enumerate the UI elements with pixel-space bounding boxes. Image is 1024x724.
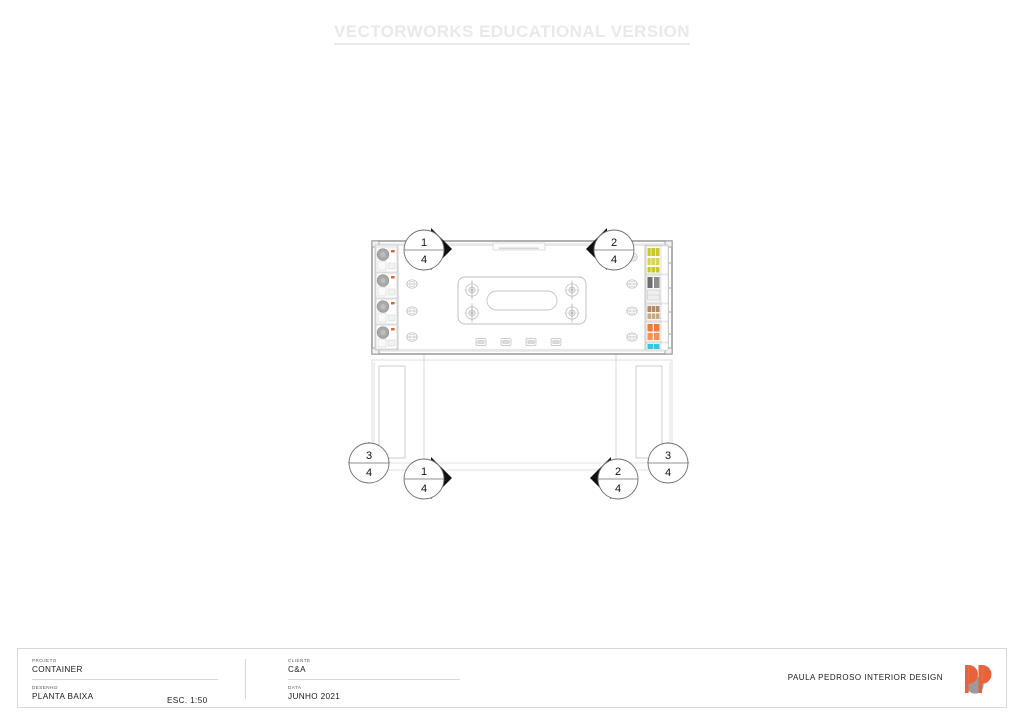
field-projeto-label: PROJETO [32, 658, 57, 663]
circular-fixture-2 [375, 272, 398, 299]
central-display-table [457, 276, 587, 325]
section-marker-1-bottom[interactable]: 1 4 [403, 457, 452, 500]
shelf-cyan [645, 342, 669, 351]
marker-number: 2 [615, 466, 621, 478]
exterior-deck [371, 359, 673, 471]
field-cliente: CLIENTE C&A [288, 657, 311, 675]
scale-value[interactable]: ESC. 1:50 [167, 696, 208, 705]
marker-number: 3 [665, 450, 671, 462]
field-projeto: PROJETO CONTAINER [32, 657, 83, 675]
floor-plan-drawing: 1 4 2 4 3 4 [348, 228, 690, 500]
marker-sheet: 4 [615, 483, 621, 495]
shelf-gray [645, 274, 669, 304]
field-data-label: DATA [288, 685, 302, 690]
field-desenho: DESENHO PLANTA BAIXA [32, 684, 93, 702]
title-block-divider [245, 659, 246, 699]
section-marker-3-right[interactable]: 3 4 [647, 442, 689, 484]
shelf-orange [645, 321, 669, 343]
field-data: DATA JUNHO 2021 [288, 684, 340, 702]
studio-name: PAULA PEDROSO INTERIOR DESIGN [787, 673, 943, 682]
watermark-top: VECTORWORKS EDUCATIONAL VERSION [0, 22, 1024, 45]
title-block: PROJETO CONTAINER DESENHO PLANTA BAIXA E… [17, 648, 1007, 708]
marker-sheet: 4 [421, 483, 427, 495]
shelf-yellow [645, 245, 669, 275]
field-desenho-value[interactable]: PLANTA BAIXA [32, 692, 94, 701]
marker-number: 2 [611, 237, 617, 249]
section-marker-2-top[interactable]: 2 4 [586, 228, 635, 271]
marker-number: 1 [421, 237, 427, 249]
circular-fixture-3 [375, 298, 398, 325]
marker-sheet: 4 [366, 467, 372, 479]
section-marker-1-top[interactable]: 1 4 [403, 228, 452, 271]
marker-number: 3 [366, 450, 372, 462]
circular-fixture-1 [375, 246, 398, 273]
section-marker-2-bottom[interactable]: 2 4 [590, 457, 639, 500]
shelf-taupe [645, 303, 669, 322]
field-cliente-label: CLIENTE [288, 658, 311, 663]
section-marker-3-left[interactable]: 3 4 [348, 442, 390, 484]
marker-sheet: 4 [421, 254, 427, 266]
marker-sheet: 4 [665, 467, 671, 479]
marker-number: 1 [421, 466, 427, 478]
field-projeto-value[interactable]: CONTAINER [32, 665, 83, 674]
rule-projeto [32, 679, 218, 680]
paula-pedroso-logo [956, 659, 996, 699]
marker-sheet: 4 [611, 254, 617, 266]
field-cliente-value[interactable]: C&A [288, 665, 306, 674]
left-fixture-bank [374, 244, 399, 351]
field-data-value[interactable]: JUNHO 2021 [288, 692, 341, 701]
right-shelving-bank [644, 244, 671, 351]
top-wall-signage [492, 242, 546, 251]
circular-fixture-4 [375, 324, 398, 350]
watermark-top-text: VECTORWORKS EDUCATIONAL VERSION [334, 22, 690, 45]
rule-cliente [288, 679, 460, 680]
field-desenho-label: DESENHO [32, 685, 58, 690]
